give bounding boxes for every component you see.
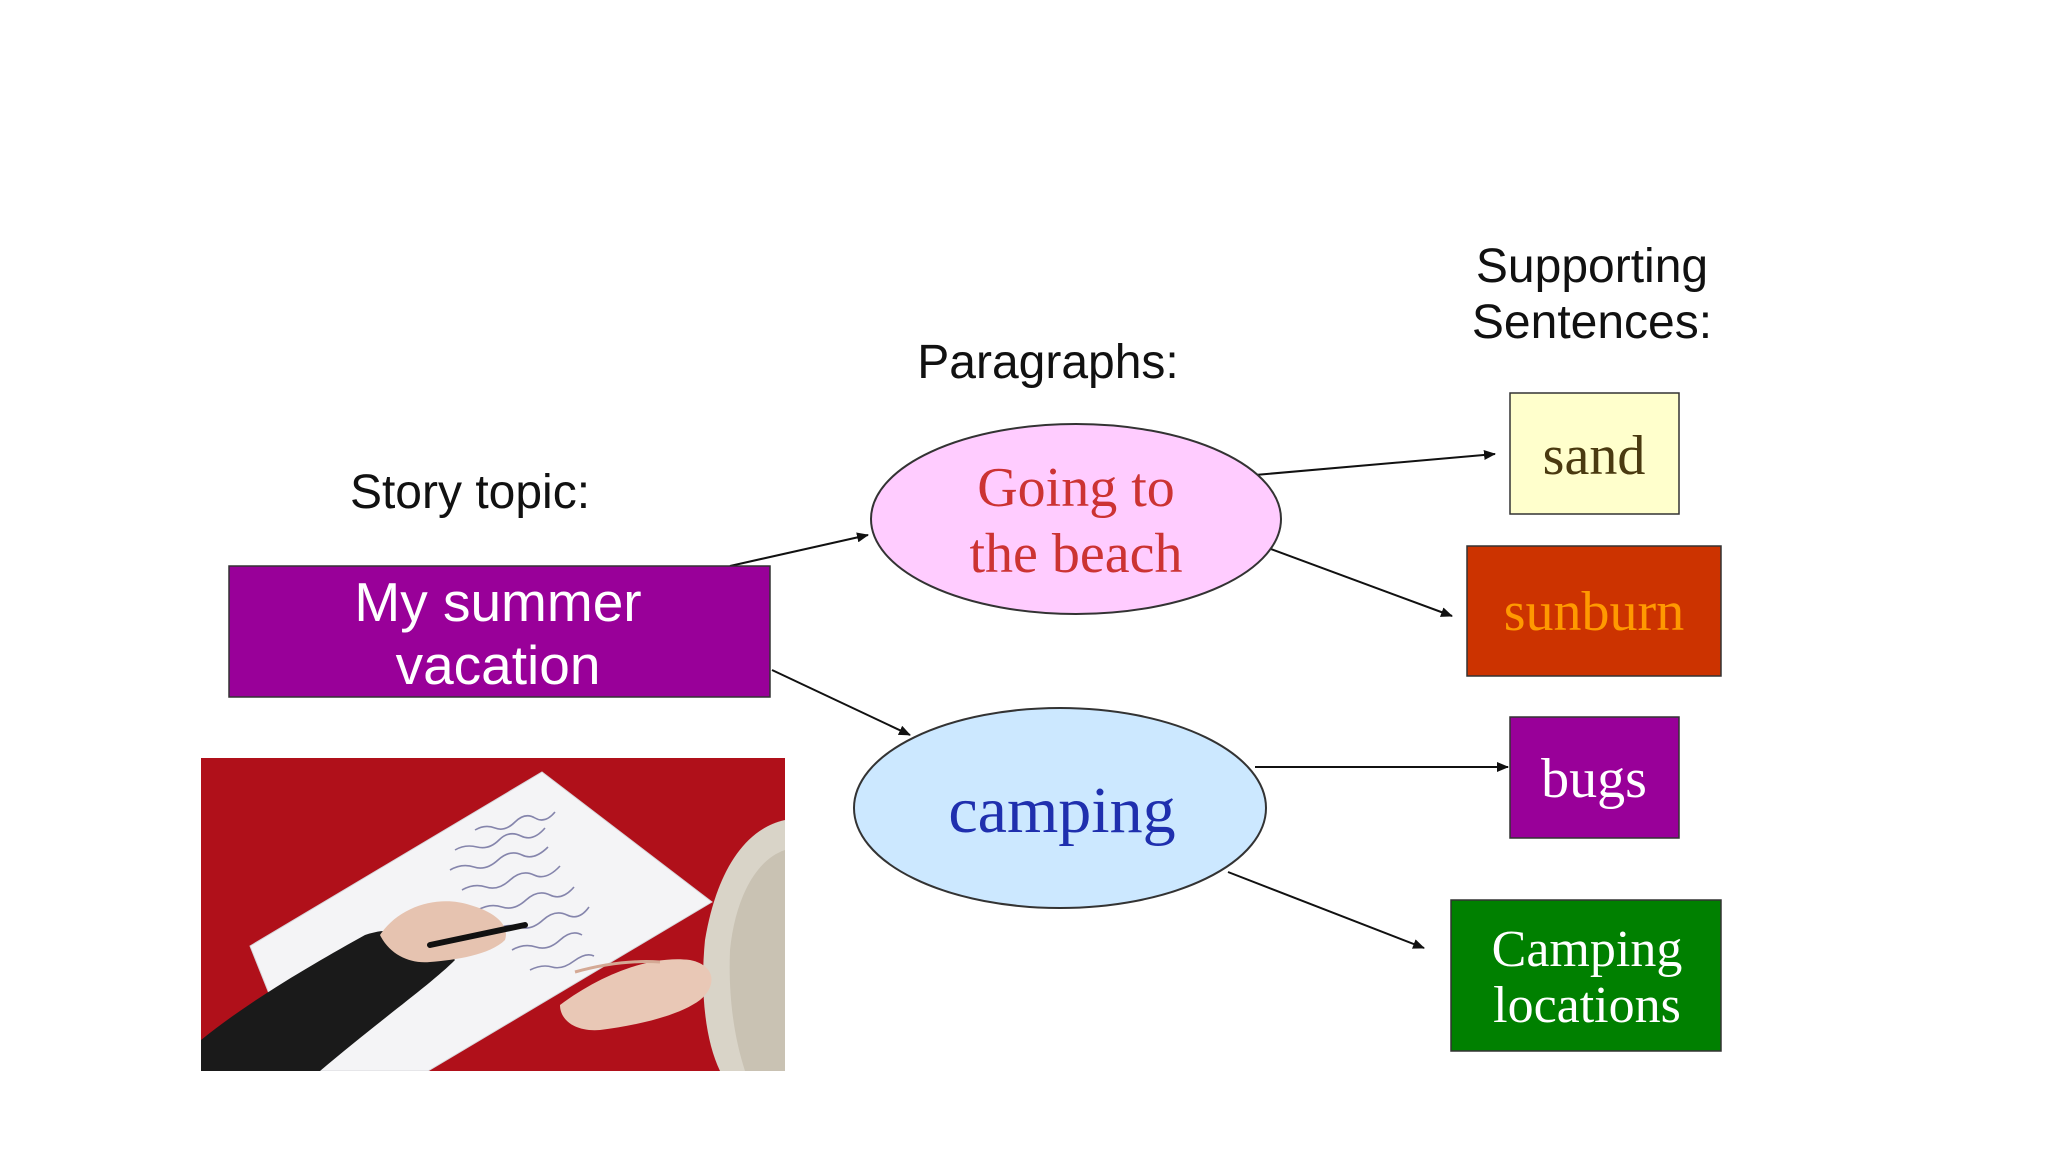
story-topic-box: My summer vacation <box>228 565 771 698</box>
support-rect-sunburn <box>1466 545 1722 677</box>
story-topic-text-line1: My summer <box>354 571 641 633</box>
paragraph-going-to-the-beach: Going to the beach <box>870 423 1282 615</box>
support-rect-sand <box>1509 392 1680 515</box>
support-rect-camping-locations <box>1450 899 1722 1052</box>
sleeve-icon <box>201 930 455 1071</box>
arrow-beach-to-sunburn <box>1267 547 1453 617</box>
story-topic-rect <box>228 565 771 698</box>
support-bugs-text: bugs <box>1541 748 1647 810</box>
support-box-sunburn: sunburn <box>1466 545 1722 677</box>
paragraph-ellipse-beach <box>870 423 1282 615</box>
writing-hand-icon <box>380 901 506 963</box>
paragraph-ellipse-camping <box>853 707 1267 909</box>
support-camping-locations-line1: Camping <box>1492 921 1683 978</box>
pen-icon <box>427 922 528 948</box>
paragraphs-label: Paragraphs: <box>917 336 1179 389</box>
arrow-camping-to-locations <box>1227 871 1425 949</box>
arrow-topic-to-camping <box>771 669 911 736</box>
support-sunburn-text: sunburn <box>1504 581 1684 643</box>
arrow-topic-to-beach <box>729 532 869 567</box>
paragraph-camping-line1: camping <box>948 774 1175 847</box>
support-box-bugs: bugs <box>1509 716 1680 839</box>
story-topic-label: Story topic: <box>350 466 590 519</box>
paragraph-beach-line1: Going to <box>977 457 1175 519</box>
support-box-sand: sand <box>1509 392 1680 515</box>
paragraph-beach-line2: the beach <box>970 523 1183 585</box>
paragraph-camping: camping <box>853 707 1267 909</box>
photo-hand-writing <box>201 758 785 1071</box>
arrow-beach-to-sand <box>1254 449 1496 476</box>
supporting-sentences-label-line1: Supporting <box>1476 240 1708 293</box>
resting-hand-icon <box>560 959 712 1031</box>
story-topic-text-line2: vacation <box>396 634 601 696</box>
support-sand-text: sand <box>1543 425 1646 487</box>
support-box-camping-locations: Camping locations <box>1450 899 1722 1052</box>
connectors <box>729 449 1509 949</box>
support-rect-bugs <box>1509 716 1680 839</box>
supporting-sentences-label-line2: Sentences: <box>1472 296 1712 349</box>
support-camping-locations-line2: locations <box>1493 977 1681 1034</box>
